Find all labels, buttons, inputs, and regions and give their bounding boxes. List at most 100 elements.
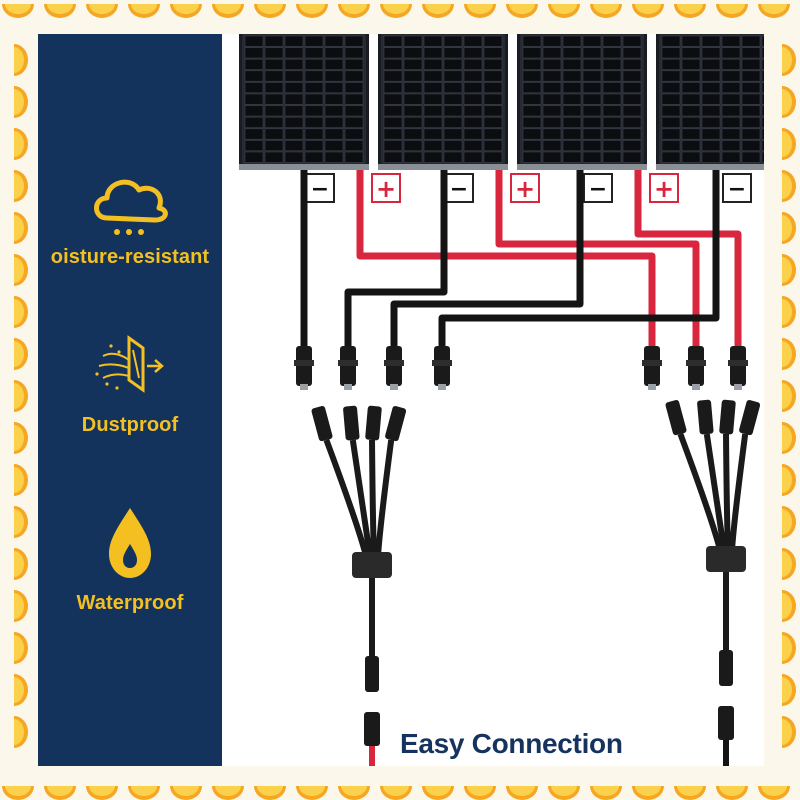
border-tab — [548, 4, 580, 18]
negative-label — [583, 173, 613, 203]
branch-cable — [349, 439, 373, 557]
border-tab — [254, 4, 286, 18]
border-tab — [674, 4, 706, 18]
branch-plug — [665, 400, 687, 436]
border-tab — [212, 786, 244, 800]
border-tab — [14, 422, 28, 454]
border-tab — [212, 4, 244, 18]
product-photo: oisture-resistant Dustproof Waterproof — [38, 34, 764, 766]
border-tab — [14, 464, 28, 496]
border-tab — [782, 716, 796, 748]
border-tab — [86, 4, 118, 18]
panel-edge — [517, 164, 647, 170]
border-tab — [14, 380, 28, 412]
negative-sign: − — [311, 177, 329, 202]
border-tab — [464, 4, 496, 18]
border-tab — [674, 786, 706, 800]
positive-label — [510, 173, 540, 203]
border-tab — [506, 4, 538, 18]
border-tab — [14, 338, 28, 370]
branch-cable — [703, 433, 727, 551]
border-tab — [632, 4, 664, 18]
border-tab — [782, 590, 796, 622]
border-tab — [44, 4, 76, 18]
border-tab — [380, 786, 412, 800]
positive-label — [649, 173, 679, 203]
border-tab — [14, 674, 28, 706]
water-drop-icon — [109, 508, 151, 578]
border-tab — [548, 786, 580, 800]
border-tab — [782, 296, 796, 328]
border-tab — [2, 4, 34, 18]
positive-sign: + — [515, 175, 535, 203]
positive-cable — [356, 170, 656, 352]
feature-dustproof: Dustproof — [38, 332, 222, 436]
feature-sidebar: oisture-resistant Dustproof Waterproof — [38, 34, 222, 766]
positive-sign: + — [654, 175, 674, 203]
border-tab — [782, 632, 796, 664]
border-tab — [422, 786, 454, 800]
feature-label: Dustproof — [81, 414, 179, 436]
feature-waterproof: Waterproof — [38, 502, 222, 614]
output-plug — [718, 706, 734, 740]
y-branch-hub-positive — [706, 546, 746, 572]
negative-cable — [390, 170, 584, 352]
border-tab — [14, 128, 28, 160]
feature-moisture-resistant: oisture-resistant — [38, 166, 222, 268]
branch-plug — [385, 406, 407, 442]
negative-cable — [344, 170, 448, 352]
border-tab — [14, 548, 28, 580]
border-tab — [338, 786, 370, 800]
border-tab — [782, 422, 796, 454]
border-tab — [782, 506, 796, 538]
border-tab — [338, 4, 370, 18]
branch-plug — [311, 406, 333, 442]
border-tab — [590, 786, 622, 800]
border-tab — [782, 254, 796, 286]
negative-sign: − — [728, 177, 746, 202]
border-tab — [758, 786, 790, 800]
branch-cable — [369, 439, 377, 557]
border-tab — [716, 4, 748, 18]
border-tab — [254, 786, 286, 800]
border-tab — [14, 716, 28, 748]
border-tab — [632, 786, 664, 800]
border-tab — [170, 786, 202, 800]
y-branch-hub-negative — [352, 552, 392, 578]
border-tab — [782, 338, 796, 370]
branch-cable — [375, 439, 395, 557]
trunk-plug — [365, 656, 379, 692]
branch-plug — [343, 405, 360, 441]
border-tab — [782, 170, 796, 202]
border-tab — [14, 44, 28, 76]
panel-edge — [239, 164, 369, 170]
border-tab — [782, 128, 796, 160]
border-tab — [590, 4, 622, 18]
dust-shield-icon — [95, 335, 164, 393]
border-tab — [422, 4, 454, 18]
border-tab — [14, 212, 28, 244]
branch-cable — [723, 433, 731, 551]
negative-sign: − — [450, 177, 468, 202]
positive-label — [371, 173, 401, 203]
caption-easy-connection: Easy Connection — [400, 728, 623, 759]
cloud-rain-icon — [94, 179, 168, 235]
border-tab — [14, 296, 28, 328]
negative-sign: − — [589, 177, 607, 202]
border-tab — [782, 44, 796, 76]
border-tab — [2, 786, 34, 800]
branch-plug — [719, 399, 736, 435]
border-tab — [782, 86, 796, 118]
solar-wiring-scene: −−−−++++ — [239, 34, 764, 766]
trunk-plug — [719, 650, 733, 686]
border-tab — [782, 212, 796, 244]
border-tab — [86, 786, 118, 800]
panel-edge — [378, 164, 508, 170]
panel-edge — [656, 164, 764, 170]
border-tab — [14, 86, 28, 118]
positive-cable — [634, 170, 742, 352]
branch-plug — [365, 405, 382, 441]
border-tab — [14, 506, 28, 538]
border-tab — [128, 786, 160, 800]
